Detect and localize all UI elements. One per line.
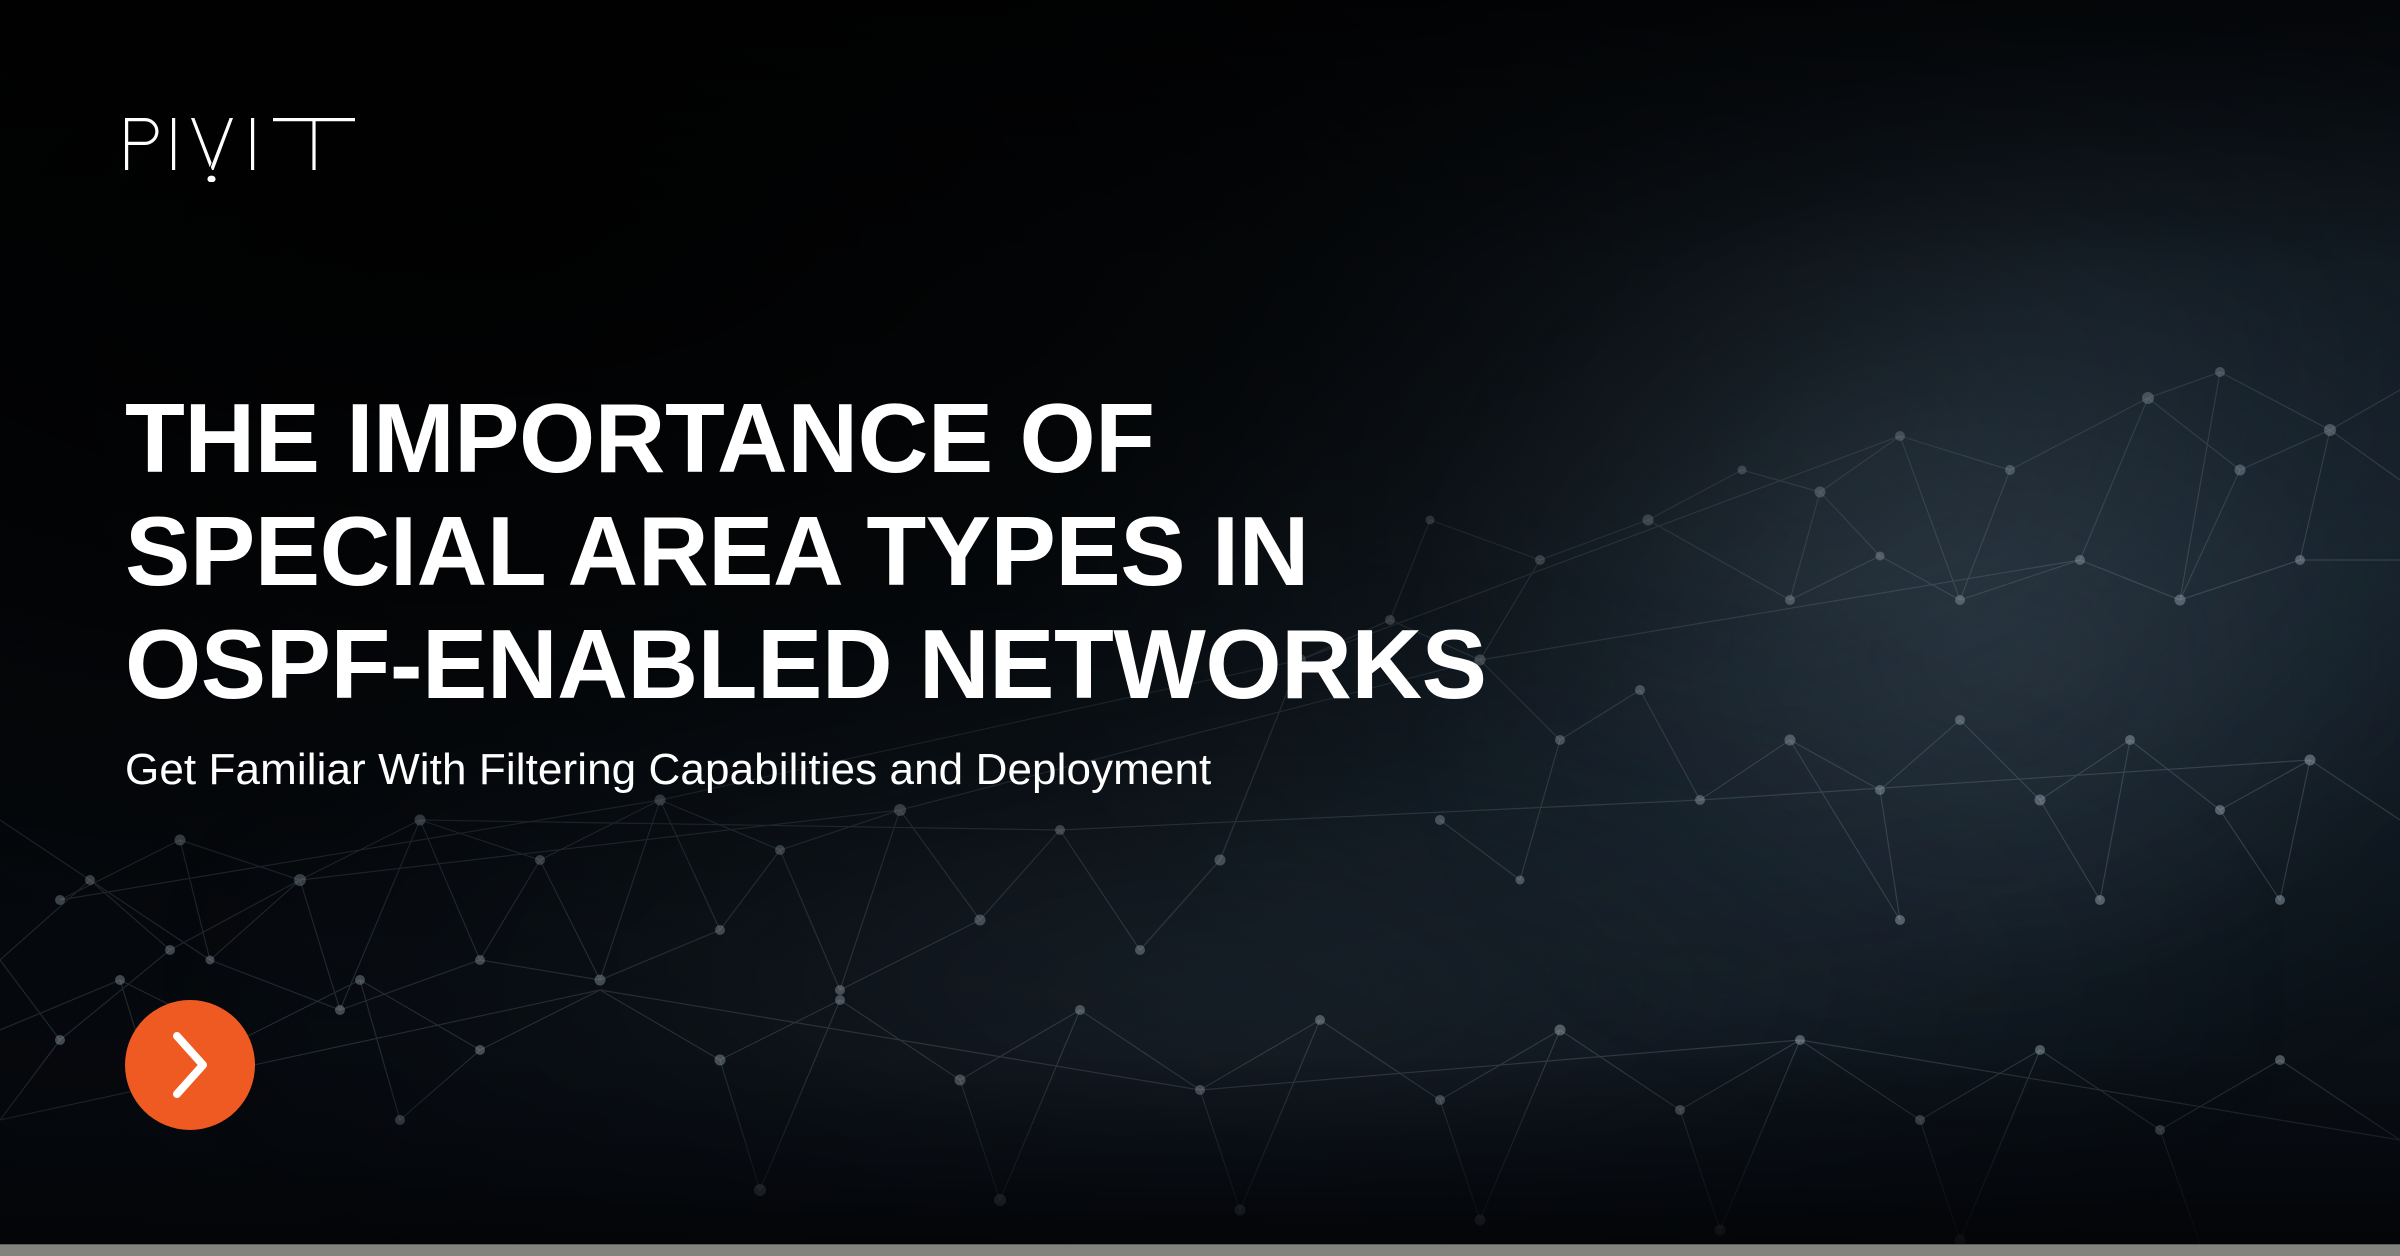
next-slide-button[interactable] <box>125 1000 255 1130</box>
chevron-right-icon <box>167 1030 213 1100</box>
background-bottom-fade <box>0 1054 2400 1244</box>
pivit-logo[interactable] <box>125 118 355 182</box>
horizontal-scrollbar[interactable] <box>0 1244 2400 1256</box>
page-subtitle: Get Familiar With Filtering Capabilities… <box>125 745 1212 794</box>
page-title: THE IMPORTANCE OF SPECIAL AREA TYPES IN … <box>125 383 1487 719</box>
